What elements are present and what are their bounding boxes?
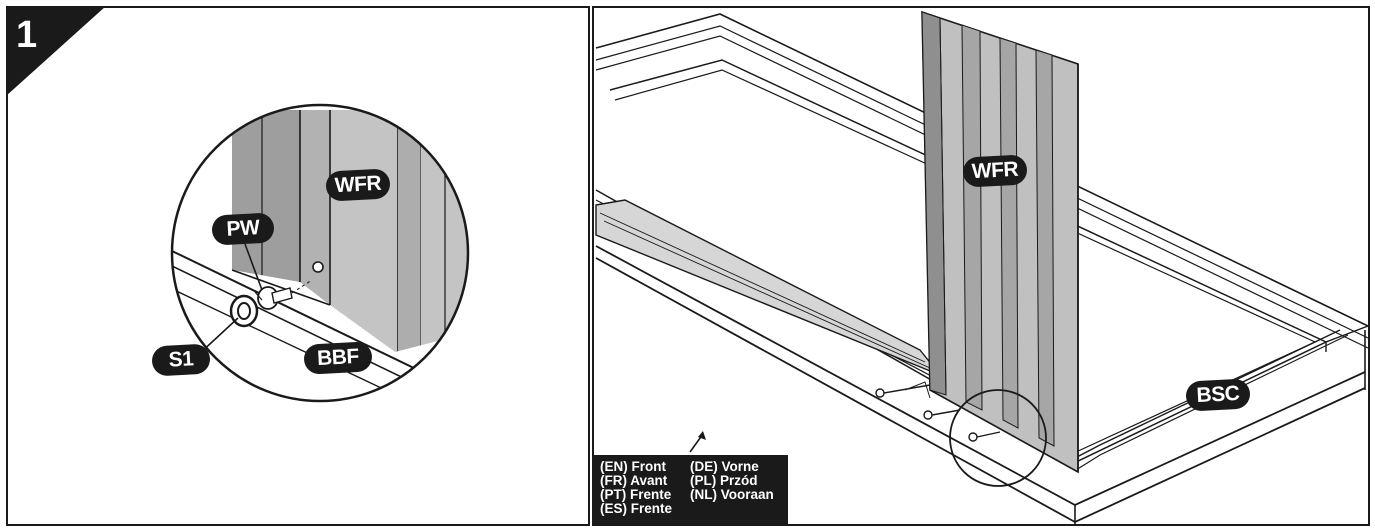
legend-item: (PT) Frente — [600, 487, 672, 502]
detail-callout-circle — [949, 389, 1047, 487]
label-wfr-main: WFR — [962, 154, 1028, 188]
legend-item: (NL) Vooraan — [690, 487, 774, 502]
step-number: 1 — [16, 14, 38, 56]
legend-item: (ES) Frente — [600, 501, 673, 516]
legend-item: (DE) Vorne — [690, 459, 759, 474]
label-bsc: BSC — [1185, 378, 1251, 412]
base-frame — [595, 13, 1368, 524]
legend-item: (PL) Przód — [690, 473, 758, 488]
legend-item: (FR) Avant — [600, 473, 668, 488]
screw-shaft — [271, 287, 293, 304]
screw-hole — [312, 261, 324, 273]
wall-panel-wfr — [921, 10, 1079, 474]
legend-column-left: (EN) Front (FR) Avant (PT) Frente (ES) F… — [600, 460, 672, 516]
screws — [875, 381, 1001, 442]
legend-item: (EN) Front — [600, 459, 666, 474]
front-direction-legend: (EN) Front (FR) Avant (PT) Frente (ES) F… — [594, 455, 788, 526]
step-badge — [6, 6, 106, 96]
legend-column-right: (DE) Vorne (PL) Przód (NL) Vooraan — [690, 460, 774, 502]
step-badge-shape — [6, 6, 106, 96]
magnifier-ring — [170, 103, 470, 403]
